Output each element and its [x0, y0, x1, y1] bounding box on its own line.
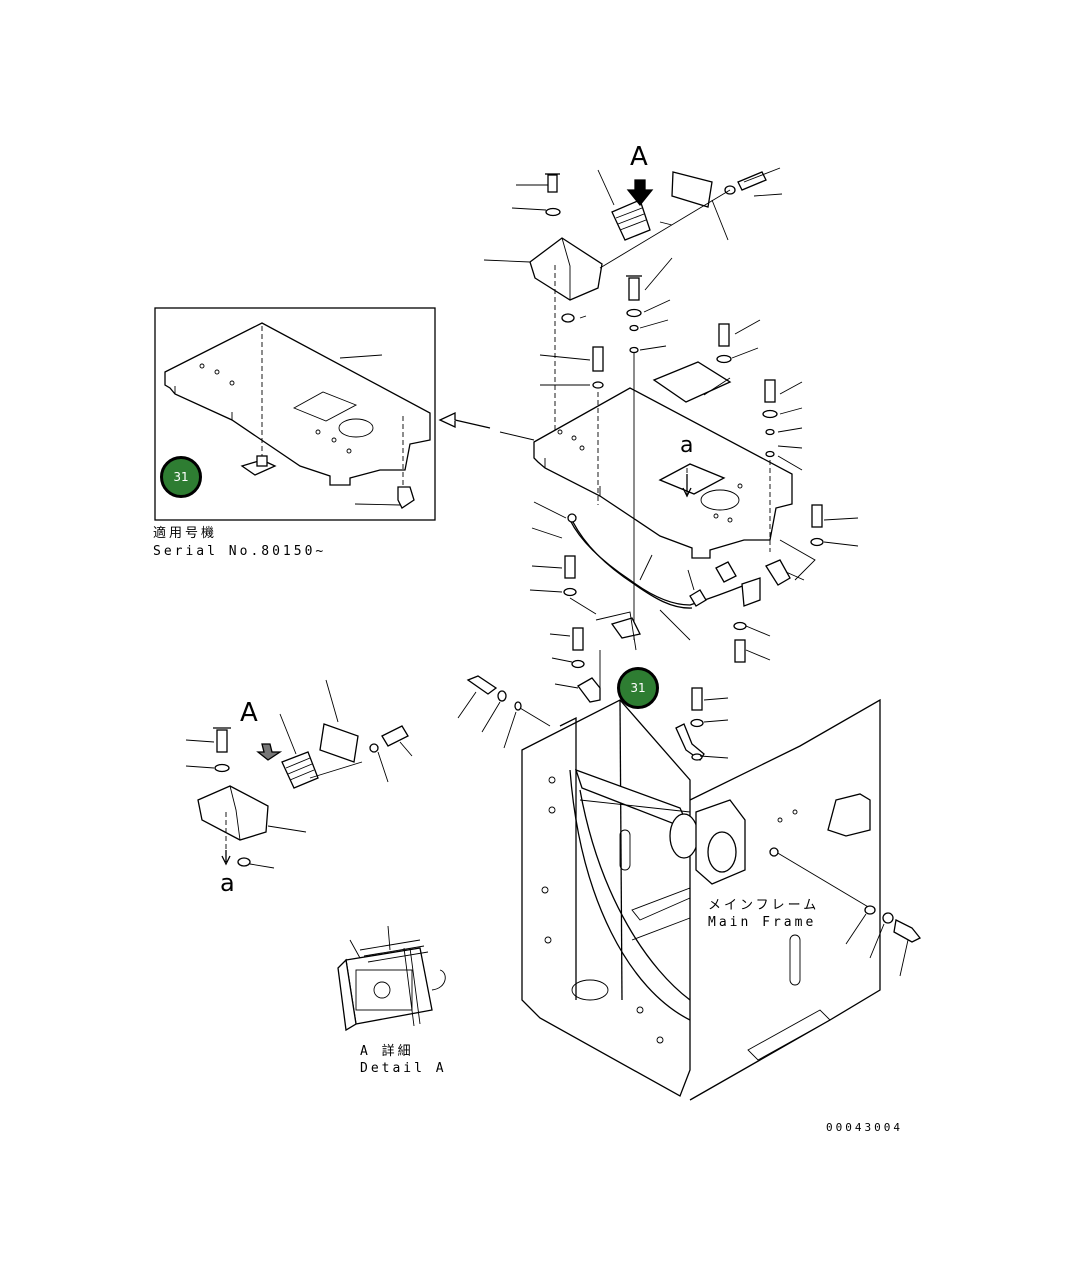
inset-pointer-arrow — [438, 411, 491, 429]
inset-serial-variant — [154, 307, 436, 521]
detail-a-label-en: Detail A — [360, 1061, 447, 1076]
view-a-marker-left: A — [240, 698, 258, 728]
left-lamp-assembly — [185, 679, 413, 869]
view-a-marker-top: A — [630, 142, 648, 172]
detail-a-label-jp: A 詳細 — [360, 1044, 414, 1059]
bolts-under-cover — [539, 346, 635, 640]
callout-badge-main[interactable]: 31 — [617, 667, 659, 709]
mid-left-bolts — [529, 555, 641, 703]
drawing-number: 00043004 — [826, 1121, 903, 1134]
top-lamp-assembly — [483, 167, 783, 430]
floor-plate — [499, 387, 793, 559]
frame-mount-bolt — [845, 905, 922, 977]
detail-a-lamp — [337, 925, 446, 1032]
ref-a-marker-mid: a — [680, 433, 694, 458]
ref-a-marker-bottom: a — [220, 869, 235, 897]
right-mid-bolts — [675, 621, 771, 761]
callout-badge-inset[interactable]: 31 — [160, 456, 202, 498]
left-frame-bolts — [457, 675, 551, 749]
main-frame-label-en: Main Frame — [708, 915, 817, 930]
serial-label-jp: 適用号機 — [153, 526, 218, 541]
serial-label-en: Serial No.80150~ — [153, 544, 327, 559]
wiring-harness — [531, 501, 761, 641]
main-frame — [521, 698, 881, 1101]
main-frame-label-jp: メインフレーム — [708, 898, 820, 913]
right-side-bracket — [765, 504, 859, 586]
